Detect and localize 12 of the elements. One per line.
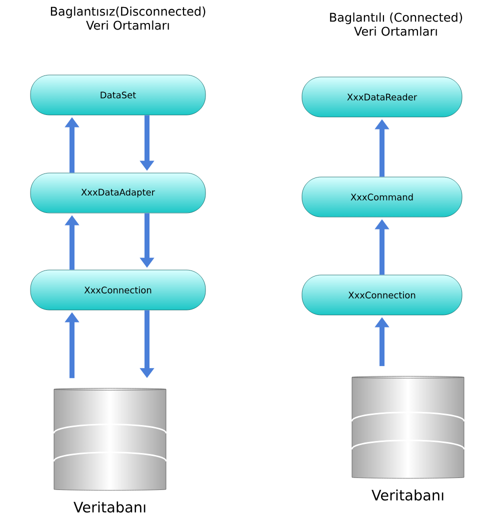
heading: Baglantısız(Disconnected) Veri Ortamları bbox=[50, 6, 206, 30]
database-cylinder bbox=[351, 376, 465, 478]
heading: Baglantılı (Connected) Veri Ortamları bbox=[330, 12, 462, 36]
caption-text: Veritabanı bbox=[74, 501, 146, 513]
database-cylinder bbox=[53, 388, 167, 490]
caption-text: Veritabanı bbox=[372, 489, 444, 501]
process-pill: XxxConnection bbox=[302, 274, 462, 316]
process-pill: DataSet bbox=[30, 74, 206, 116]
process-pill: XxxCommand bbox=[302, 176, 462, 218]
process-pill: XxxDataReader bbox=[302, 76, 462, 118]
process-pill: XxxDataAdapter bbox=[30, 172, 206, 214]
process-pill: XxxConnection bbox=[30, 270, 206, 310]
